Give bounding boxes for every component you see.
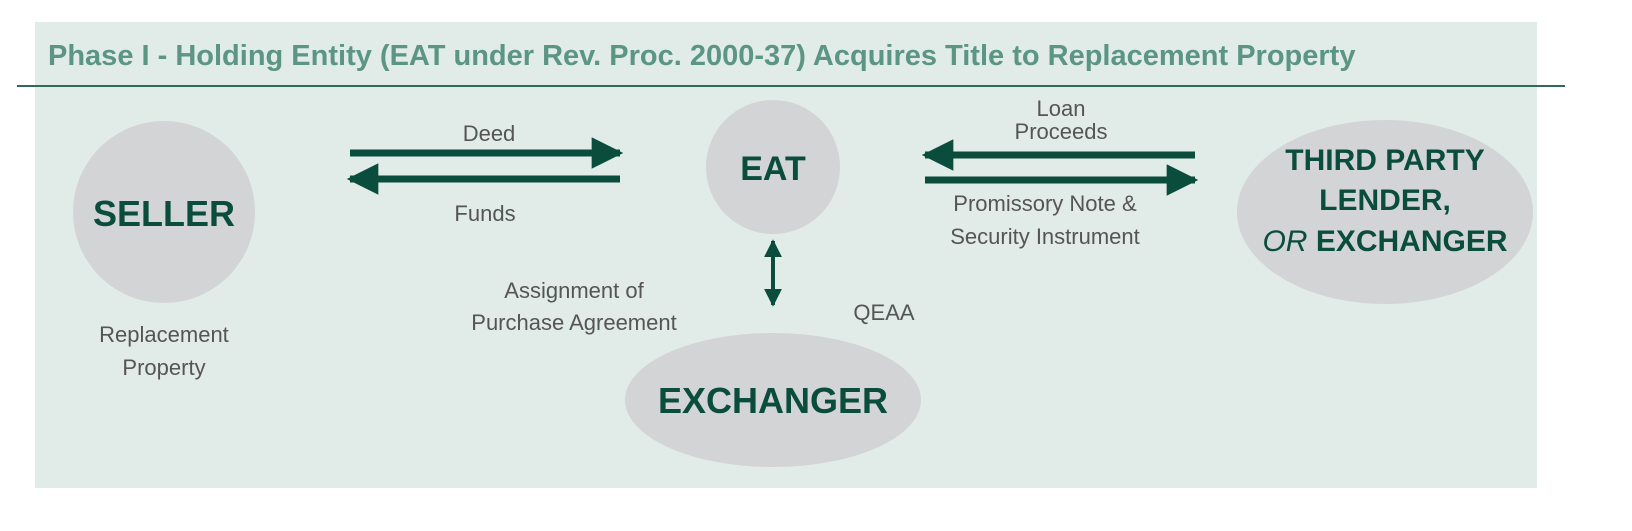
svg-text:EXCHANGER: EXCHANGER xyxy=(658,380,888,421)
security-label: Security Instrument xyxy=(950,224,1140,249)
funds-label: Funds xyxy=(454,201,515,226)
diagram-title: Phase I - Holding Entity (EAT under Rev.… xyxy=(48,40,1355,72)
proceeds-label: Proceeds xyxy=(1015,119,1108,144)
deed-label: Deed xyxy=(463,121,516,146)
purchase-agreement-label: Purchase Agreement xyxy=(471,310,676,335)
lender-node: THIRD PARTY LENDER, OR EXCHANGER xyxy=(1237,120,1533,304)
or-text: OR xyxy=(1262,225,1307,258)
qeaa-label: QEAA xyxy=(853,300,914,325)
seller-node: SELLER xyxy=(73,121,255,303)
property-label: Property xyxy=(122,355,205,380)
promissory-label: Promissory Note & xyxy=(953,191,1137,216)
svg-text:OR EXCHANGER: OR EXCHANGER xyxy=(1262,225,1507,258)
svg-text:EAT: EAT xyxy=(740,150,806,188)
svg-text:THIRD PARTY: THIRD PARTY xyxy=(1285,144,1484,177)
replacement-label: Replacement xyxy=(99,322,229,347)
assignment-label: Assignment of xyxy=(504,278,644,303)
svg-text:LENDER,: LENDER, xyxy=(1319,184,1451,217)
loan-label: Loan xyxy=(1037,96,1086,121)
eat-node: EAT xyxy=(706,100,840,234)
exchanger-node: EXCHANGER xyxy=(625,333,921,467)
svg-text:SELLER: SELLER xyxy=(93,193,235,234)
